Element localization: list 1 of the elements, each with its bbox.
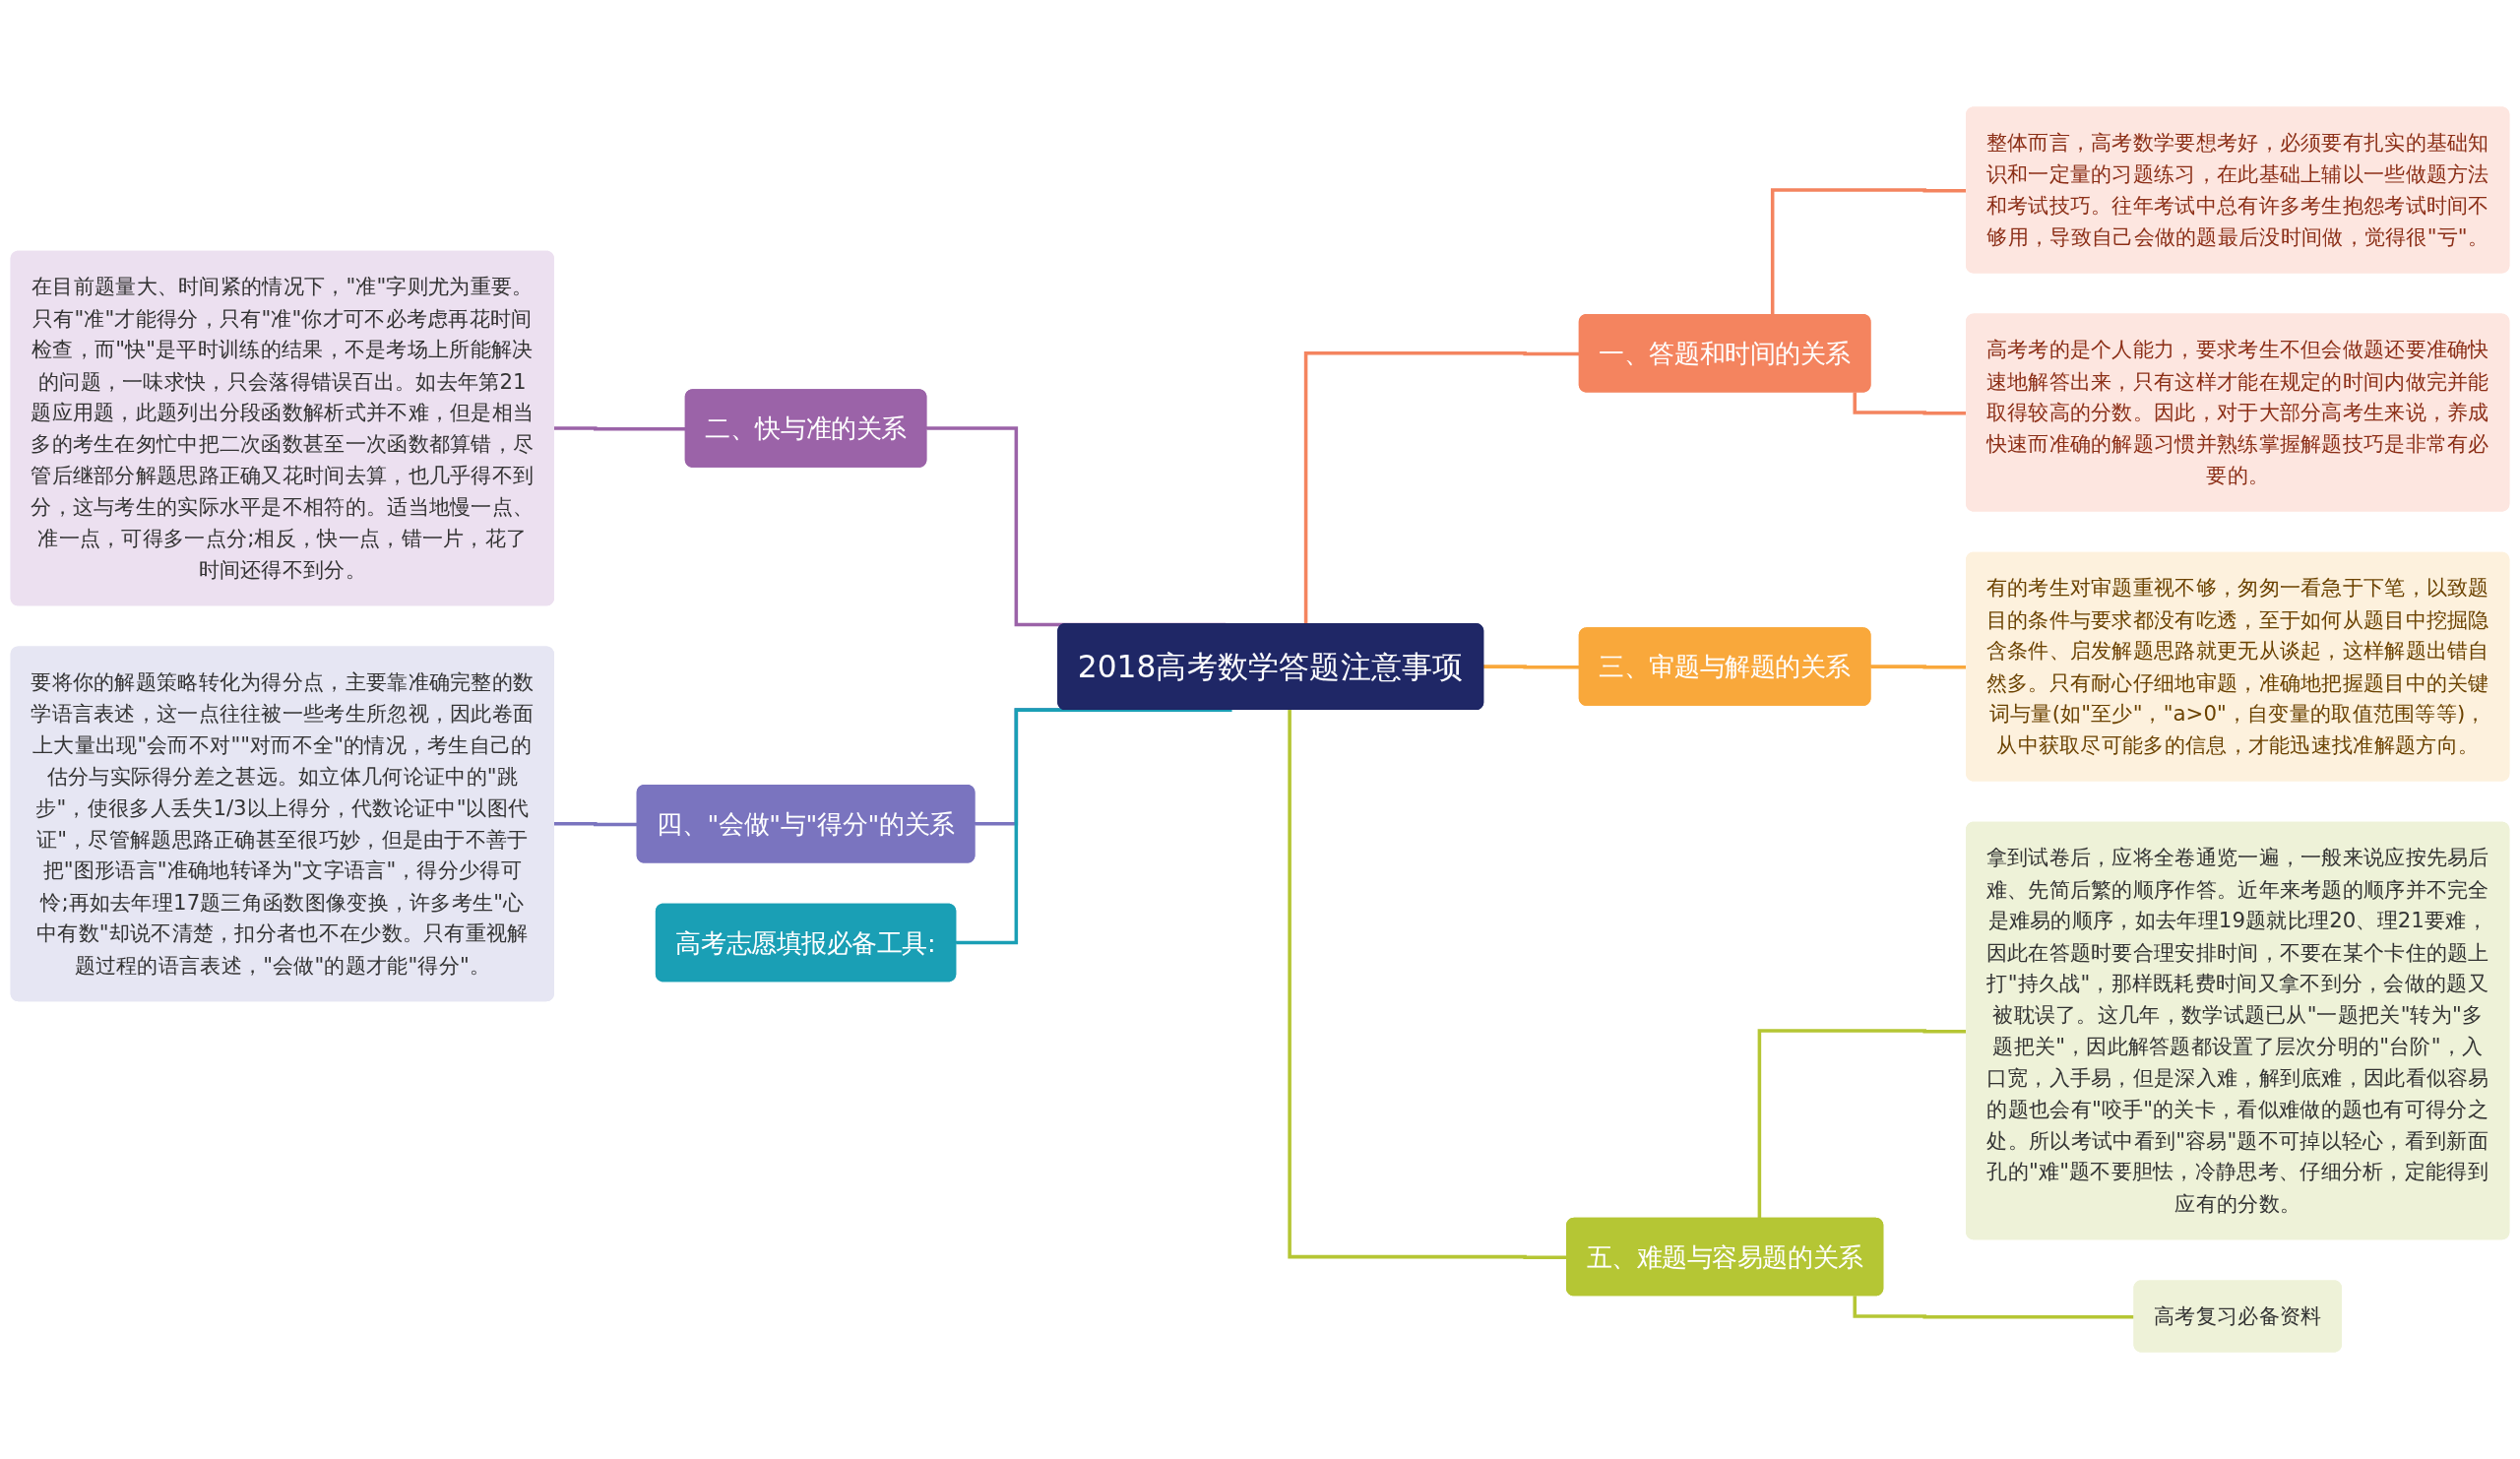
connector — [1853, 1296, 2135, 1319]
